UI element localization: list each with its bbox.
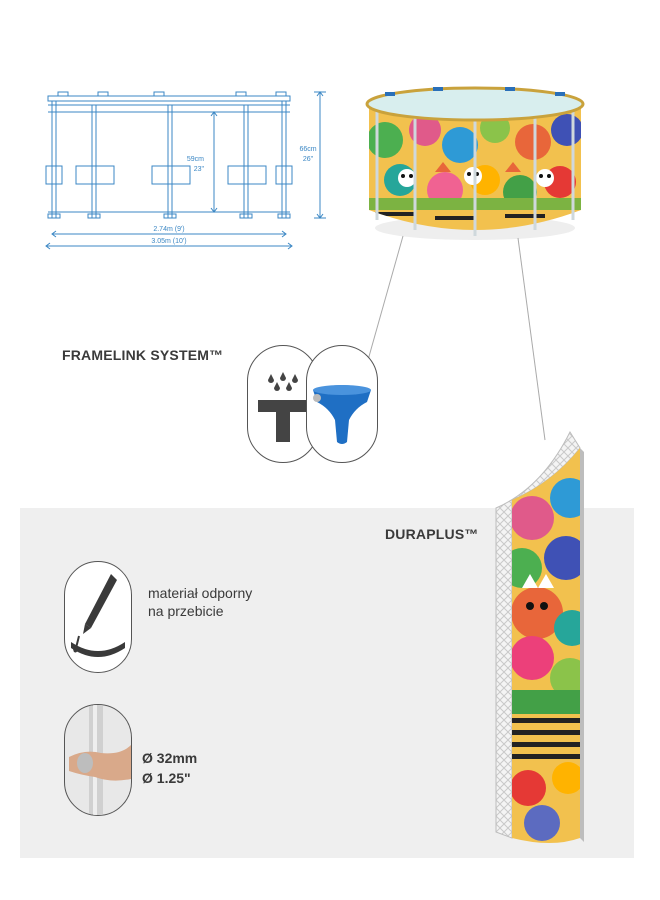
duraplus-title: DURAPLUS™ [385, 526, 479, 542]
liner-cross-section [495, 430, 584, 843]
connector-icon [313, 385, 371, 444]
puncture-feature-text: materiał odporny na przebicie [148, 584, 252, 620]
pool-dimension-diagram: 59cm 23" 66cm 26" 2.74m (9') 3.05m (10') [45, 91, 326, 250]
pipe-photo-circle [64, 704, 132, 816]
framelink-title: FRAMELINK SYSTEM™ [62, 347, 224, 363]
framelink-connector-circle [306, 345, 378, 463]
feature-line-2: na przebicie [148, 603, 224, 619]
pipe-diameter-in: Ø 1.25" [142, 770, 191, 786]
inner-height-cm: 59cm [187, 156, 204, 163]
t-joint-icon [258, 372, 308, 442]
puncture-resistant-circle [64, 561, 132, 673]
hand-pipe-icon [69, 705, 131, 815]
inner-height-in: 23" [194, 166, 205, 173]
outer-height-in: 26" [303, 156, 314, 163]
pipe-diameter-mm: Ø 32mm [142, 750, 198, 766]
puncture-icon [71, 574, 125, 657]
outer-width: 3.05m (10') [151, 238, 186, 245]
pipe-diameter-text: Ø 32mm Ø 1.25" [142, 748, 197, 788]
feature-line-1: materiał odporny [148, 585, 253, 601]
pool-illustration [365, 86, 585, 240]
outer-height-cm: 66cm [299, 146, 316, 153]
inner-width: 2.74m (9') [153, 226, 184, 233]
